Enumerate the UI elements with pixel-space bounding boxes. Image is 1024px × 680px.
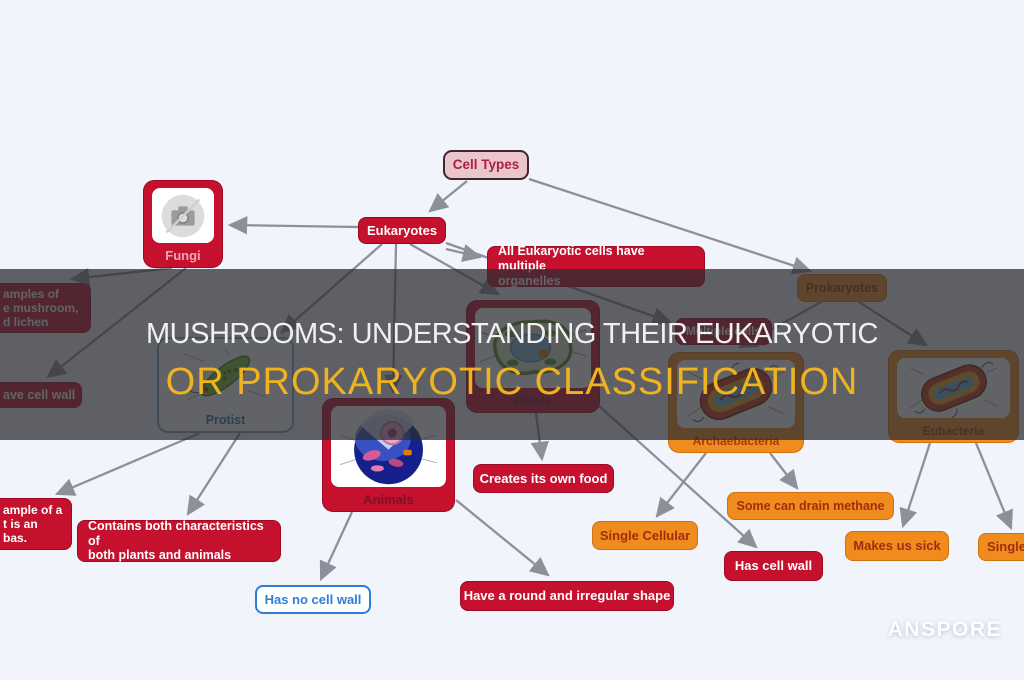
edge-root-eukaryotes <box>428 180 468 213</box>
camera-icon <box>161 194 205 237</box>
node-eukaryotes: Eukaryotes <box>358 217 446 244</box>
node-label: ample of a t is an bas. <box>3 503 62 545</box>
node-label: Contains both characteristics of both pl… <box>88 519 270 563</box>
anspore-watermark: ANSPORE <box>887 618 1002 641</box>
node-label-line1: Contains both characteristics of <box>88 518 264 548</box>
node-fungi: Fungi <box>143 180 223 268</box>
edge-eukaryotes-alleuk <box>445 244 483 263</box>
node-contains-both: Contains both characteristics of both pl… <box>77 519 281 563</box>
edge-archae-methane <box>769 452 799 490</box>
node-label-line3: bas. <box>3 531 28 546</box>
edge-eukaryotes-fungi <box>227 216 359 235</box>
node-single-cellular: Single Cellular <box>592 521 698 550</box>
title-scrim-overlay <box>0 269 1024 440</box>
node-label: Has no cell wall <box>264 591 362 607</box>
node-label: Fungi <box>165 248 201 263</box>
node-label-line2: t is an <box>3 516 38 531</box>
node-cell-types: Cell Types <box>443 150 529 180</box>
node-label: Eukaryotes <box>366 222 438 238</box>
node-label: Single Cellular <box>599 527 691 543</box>
node-label: Some can drain methane <box>736 498 885 513</box>
node-label-line1: ample of a <box>3 502 63 517</box>
node-label: Have a round and irregular shape <box>463 588 671 604</box>
node-label: Animals <box>363 492 414 507</box>
edge-eubacteria-single <box>974 442 1013 531</box>
node-makes-us-sick: Makes us sick <box>845 531 949 561</box>
node-label: Cell Types <box>452 157 520 173</box>
node-single-right: Single <box>978 533 1024 561</box>
node-protist-example: ample of a t is an bas. <box>0 498 72 550</box>
node-label: Single <box>987 539 1024 555</box>
node-label: Has cell wall <box>734 558 813 574</box>
node-has-cell-wall: Has cell wall <box>724 551 823 581</box>
image-placeholder <box>152 188 214 243</box>
edge-protist-contains <box>186 432 241 516</box>
edge-eubacteria-sick <box>899 442 932 529</box>
edge-animals-roundshape <box>455 499 550 577</box>
node-creates-own-food: Creates its own food <box>473 464 614 493</box>
node-has-no-cell-wall: Has no cell wall <box>255 585 371 614</box>
edge-animals-nocellwall <box>319 511 354 582</box>
node-label: Makes us sick <box>853 538 941 554</box>
node-some-can-drain-methane: Some can drain methane <box>727 492 894 520</box>
node-label: Creates its own food <box>479 470 608 486</box>
node-label-line2: both plants and animals <box>88 548 232 563</box>
node-round-irregular-shape: Have a round and irregular shape <box>460 581 674 611</box>
edge-protist-example <box>54 431 201 496</box>
edge-archae-singlecellular <box>655 452 707 518</box>
